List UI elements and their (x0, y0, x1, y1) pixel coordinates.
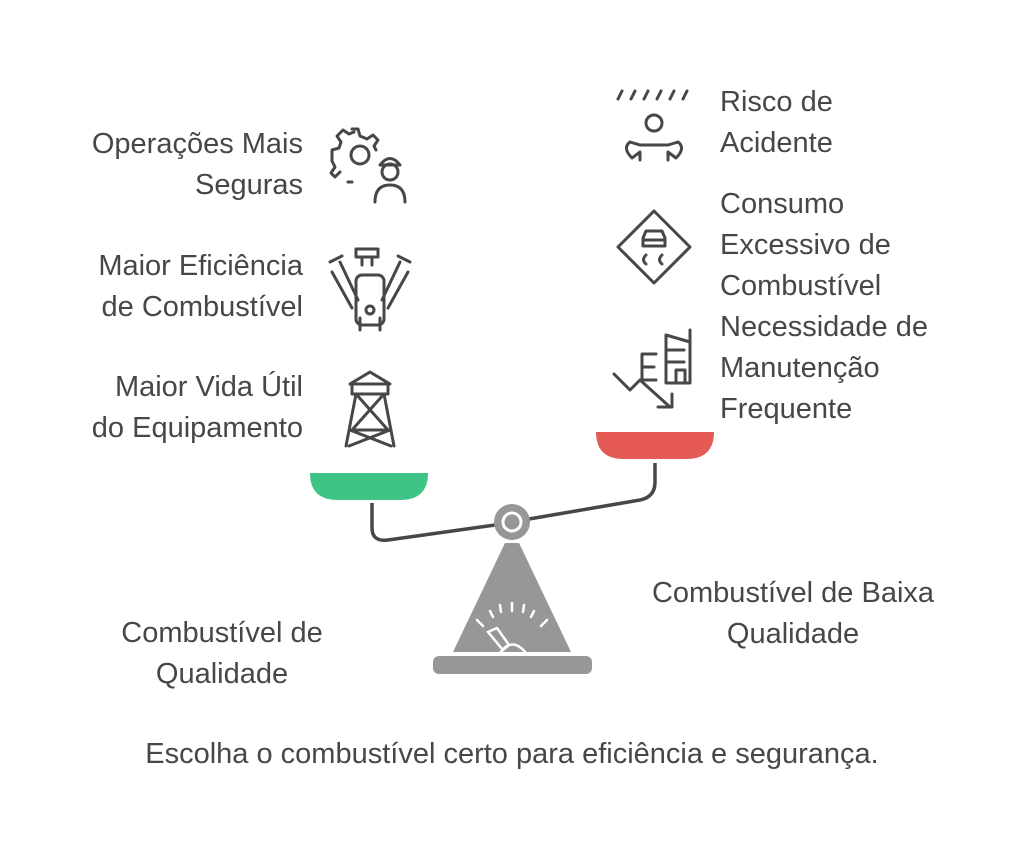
quality-fuel-label: Combustível de Qualidade (72, 613, 372, 695)
pivot (494, 504, 530, 540)
benefit-safer-operations: Operações Mais Seguras (92, 124, 303, 206)
benefit-equipment-life: Maior Vida Útil do Equipamento (92, 367, 303, 449)
label-line: Qualidade (155, 658, 289, 690)
risk-frequent-maintenance: Necessidade de Manutenção Frequente (720, 307, 928, 430)
low-quality-fuel-label: Combustível de Baixa Qualidade (613, 573, 973, 655)
label-line: de Combustível (101, 291, 304, 323)
label-line: Combustível (720, 270, 882, 302)
gauge-icon (475, 601, 549, 655)
balance-scale (310, 432, 714, 674)
label-line: Acidente (720, 127, 833, 159)
caption: Escolha o combustível certo para eficiên… (145, 738, 879, 770)
label-line: Seguras (194, 169, 303, 201)
scale-platform (433, 656, 592, 674)
label-line: Combustível de (121, 617, 323, 649)
label-line: Maior Vida Útil (114, 371, 303, 403)
slippery-road-sign-icon (616, 209, 692, 285)
label-line: Necessidade de (720, 311, 928, 343)
green-pan (310, 473, 428, 500)
risk-excess-consumption: Consumo Excessivo de Combustível (720, 184, 891, 307)
label-line: Manutenção (720, 352, 880, 384)
risk-accident: Risco de Acidente (720, 82, 833, 164)
label-line: Frequente (720, 393, 853, 425)
label-line: Maior Eficiência (98, 250, 303, 282)
label-line: do Equipamento (91, 412, 303, 444)
person-rain-icon (616, 89, 689, 162)
gear-worker-icon (329, 127, 407, 204)
benefit-fuel-efficiency: Maior Eficiência de Combustível (98, 246, 303, 328)
beam (370, 463, 657, 542)
label-line: Risco de (720, 86, 833, 118)
label-line: Operações Mais (91, 128, 303, 160)
label-line: Combustível de Baixa (651, 577, 935, 609)
label-line: Qualidade (726, 618, 860, 650)
engine-icon (328, 247, 412, 332)
building-decline-icon (612, 328, 692, 409)
label-line: Consumo (720, 188, 845, 220)
red-pan (596, 432, 714, 459)
scale-base (453, 543, 571, 652)
label-line: Excessivo de (720, 229, 891, 261)
tower-icon (344, 370, 396, 448)
